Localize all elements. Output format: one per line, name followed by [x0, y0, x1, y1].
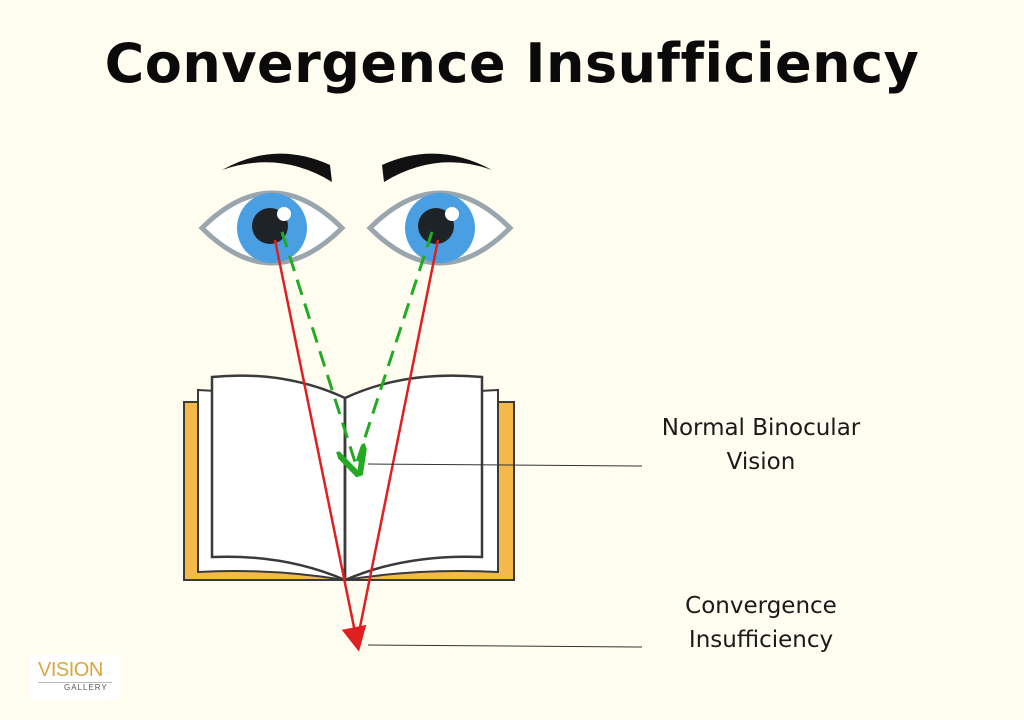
normal-leader-line [367, 463, 643, 467]
open-book [183, 374, 515, 582]
insufficiency-ray-right [355, 239, 440, 643]
logo-main-text: VISION [38, 659, 103, 681]
left-eyebrow [222, 153, 332, 182]
normal-ray-right [355, 231, 434, 463]
right-eye [366, 190, 514, 266]
right-eyebrow [382, 153, 492, 182]
left-eye [198, 190, 346, 266]
logo-divider [38, 682, 112, 683]
label-convergence-insufficiency: Convergence Insufficiency [640, 589, 882, 657]
normal-ray-left [280, 231, 355, 462]
label-line: Vision [726, 449, 796, 475]
page-title: Convergence Insufficiency [104, 32, 920, 95]
ci-leader-line [367, 644, 643, 648]
label-normal-binocular-vision: Normal Binocular Vision [630, 411, 892, 479]
vision-gallery-logo: VISION GALLERY [30, 655, 120, 700]
insufficiency-ray-left [273, 239, 367, 652]
label-line: Convergence [685, 593, 837, 619]
logo-sub-text: GALLERY [64, 683, 108, 692]
label-line: Insufficiency [688, 627, 834, 653]
label-line: Normal Binocular [661, 415, 861, 441]
